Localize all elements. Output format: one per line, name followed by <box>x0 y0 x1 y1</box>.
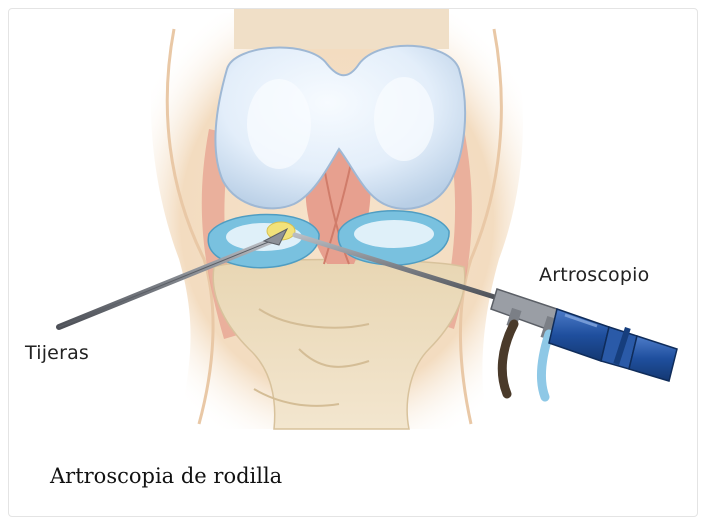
arthroscope-label: Artroscopio <box>539 264 649 286</box>
figure-card: Artroscopio Tijeras Artroscopia de rodil… <box>8 8 698 517</box>
scissors-label: Tijeras <box>25 342 89 364</box>
knee-arthroscopy-illustration <box>9 9 699 439</box>
figure-caption: Artroscopia de rodilla <box>50 464 282 488</box>
